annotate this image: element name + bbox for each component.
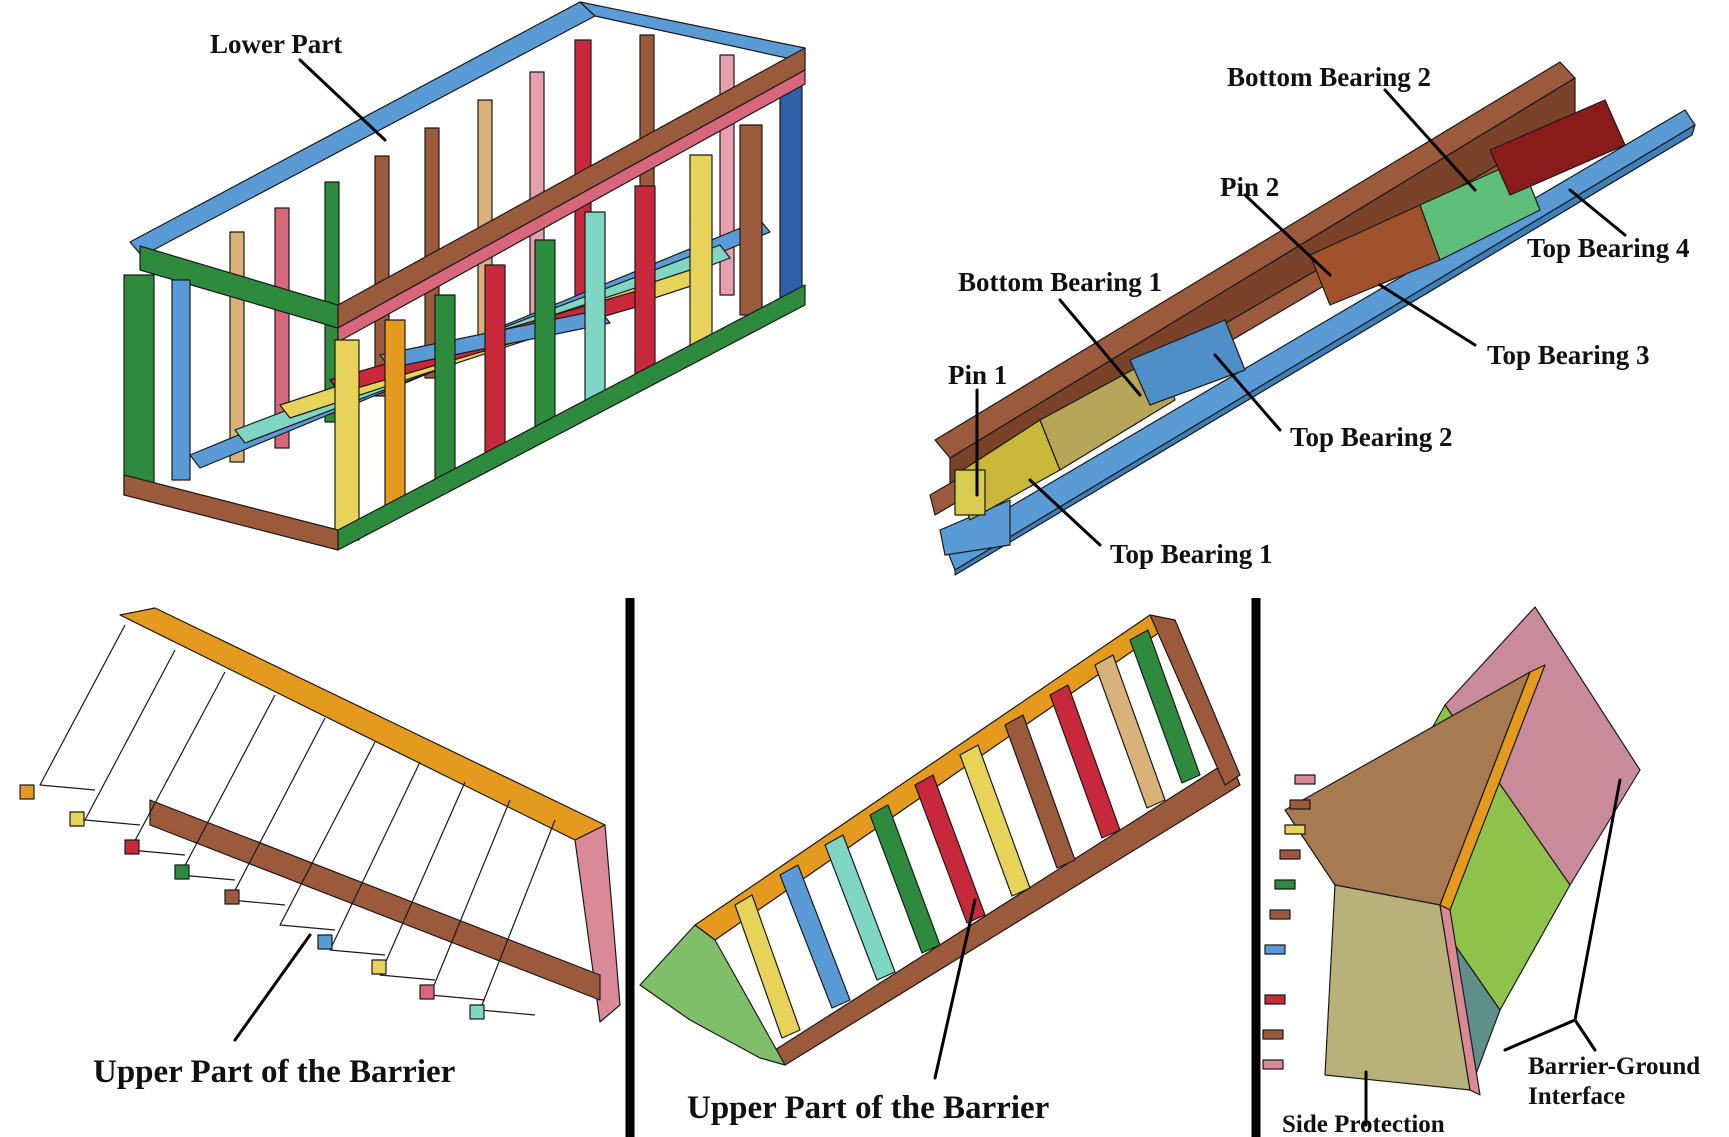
barrier-ground-interface-label: Barrier-Ground Interface [1528, 1053, 1706, 1110]
upper-mid-end-truss [639, 924, 786, 1066]
top-bearing-4-shape [1489, 99, 1626, 196]
lower-part-frame [123, 1, 806, 551]
upper-part-left-label: Upper Part of the Barrier [93, 1054, 455, 1090]
top-bearing-3-label: Top Bearing 3 [1487, 340, 1650, 370]
top-bearing-2-shape [1129, 319, 1246, 406]
upper-part-middle-label: Upper Part of the Barrier [687, 1090, 1049, 1126]
upper-part-left-model [19, 607, 621, 1023]
side-protection-label: Side Protection [1282, 1111, 1445, 1137]
frame-left-bottom-rail [123, 474, 339, 551]
top-bearing-4-label: Top Bearing 4 [1527, 233, 1690, 263]
frame-back-right-rail [579, 1, 806, 63]
barrier-ground-interface-line1: Barrier-Ground [1528, 1053, 1700, 1080]
frame-front-rail [337, 47, 806, 329]
upper-left-top-beam [119, 607, 606, 841]
top-bearing-1-leader [1028, 478, 1102, 547]
upper-left-feet [19, 784, 485, 1020]
bottom-bearing-1-leader [1058, 298, 1142, 397]
side-protection-edge [1439, 904, 1481, 1096]
bearing-assembly [929, 61, 1696, 576]
pin-2-leader [1243, 193, 1332, 277]
lower-part-label: Lower Part [210, 29, 342, 59]
upper-mid-end-post [1149, 614, 1241, 786]
bottom-blue-rail-side [954, 124, 1696, 576]
upper-left-end-plate [574, 824, 621, 1023]
top-bearing-4-leader [1568, 188, 1627, 237]
upper-mid-bottom-beam [774, 759, 1241, 1066]
top-bearing-1-label: Top Bearing 1 [1110, 539, 1273, 569]
barrier-ground-interface-line2: Interface [1528, 1083, 1625, 1110]
bottom-bearing-2-leader [1383, 88, 1477, 192]
frame-front-posts [123, 124, 763, 541]
pin-1-label: Pin 1 [948, 360, 1007, 390]
upper-mid-diagonals [734, 629, 1201, 1039]
frame-left-top-rail [139, 245, 339, 329]
upper-part-middle-leader [933, 898, 977, 1080]
pin-2-label: Pin 2 [1220, 172, 1279, 202]
bottom-bearing-2-label: Bottom Bearing 2 [1227, 62, 1431, 92]
interface-leader-b [1573, 1018, 1597, 1052]
pin-1-shape [954, 469, 986, 516]
upper-left-bottom-beam [149, 799, 601, 1001]
frame-front-rail-pink [337, 69, 806, 343]
bottom-bearing-1-label: Bottom Bearing 1 [958, 267, 1162, 297]
upper-part-middle-model [639, 614, 1241, 1066]
upper-part-left-leader [233, 933, 312, 1042]
top-bearing-2-label: Top Bearing 2 [1290, 422, 1453, 452]
side-stubs [1262, 774, 1316, 1070]
lower-part-leader [298, 58, 387, 142]
top-bearing-2-leader [1213, 353, 1282, 432]
side-view-model [1262, 606, 1641, 1096]
top-bearing-3-leader [1378, 283, 1477, 347]
